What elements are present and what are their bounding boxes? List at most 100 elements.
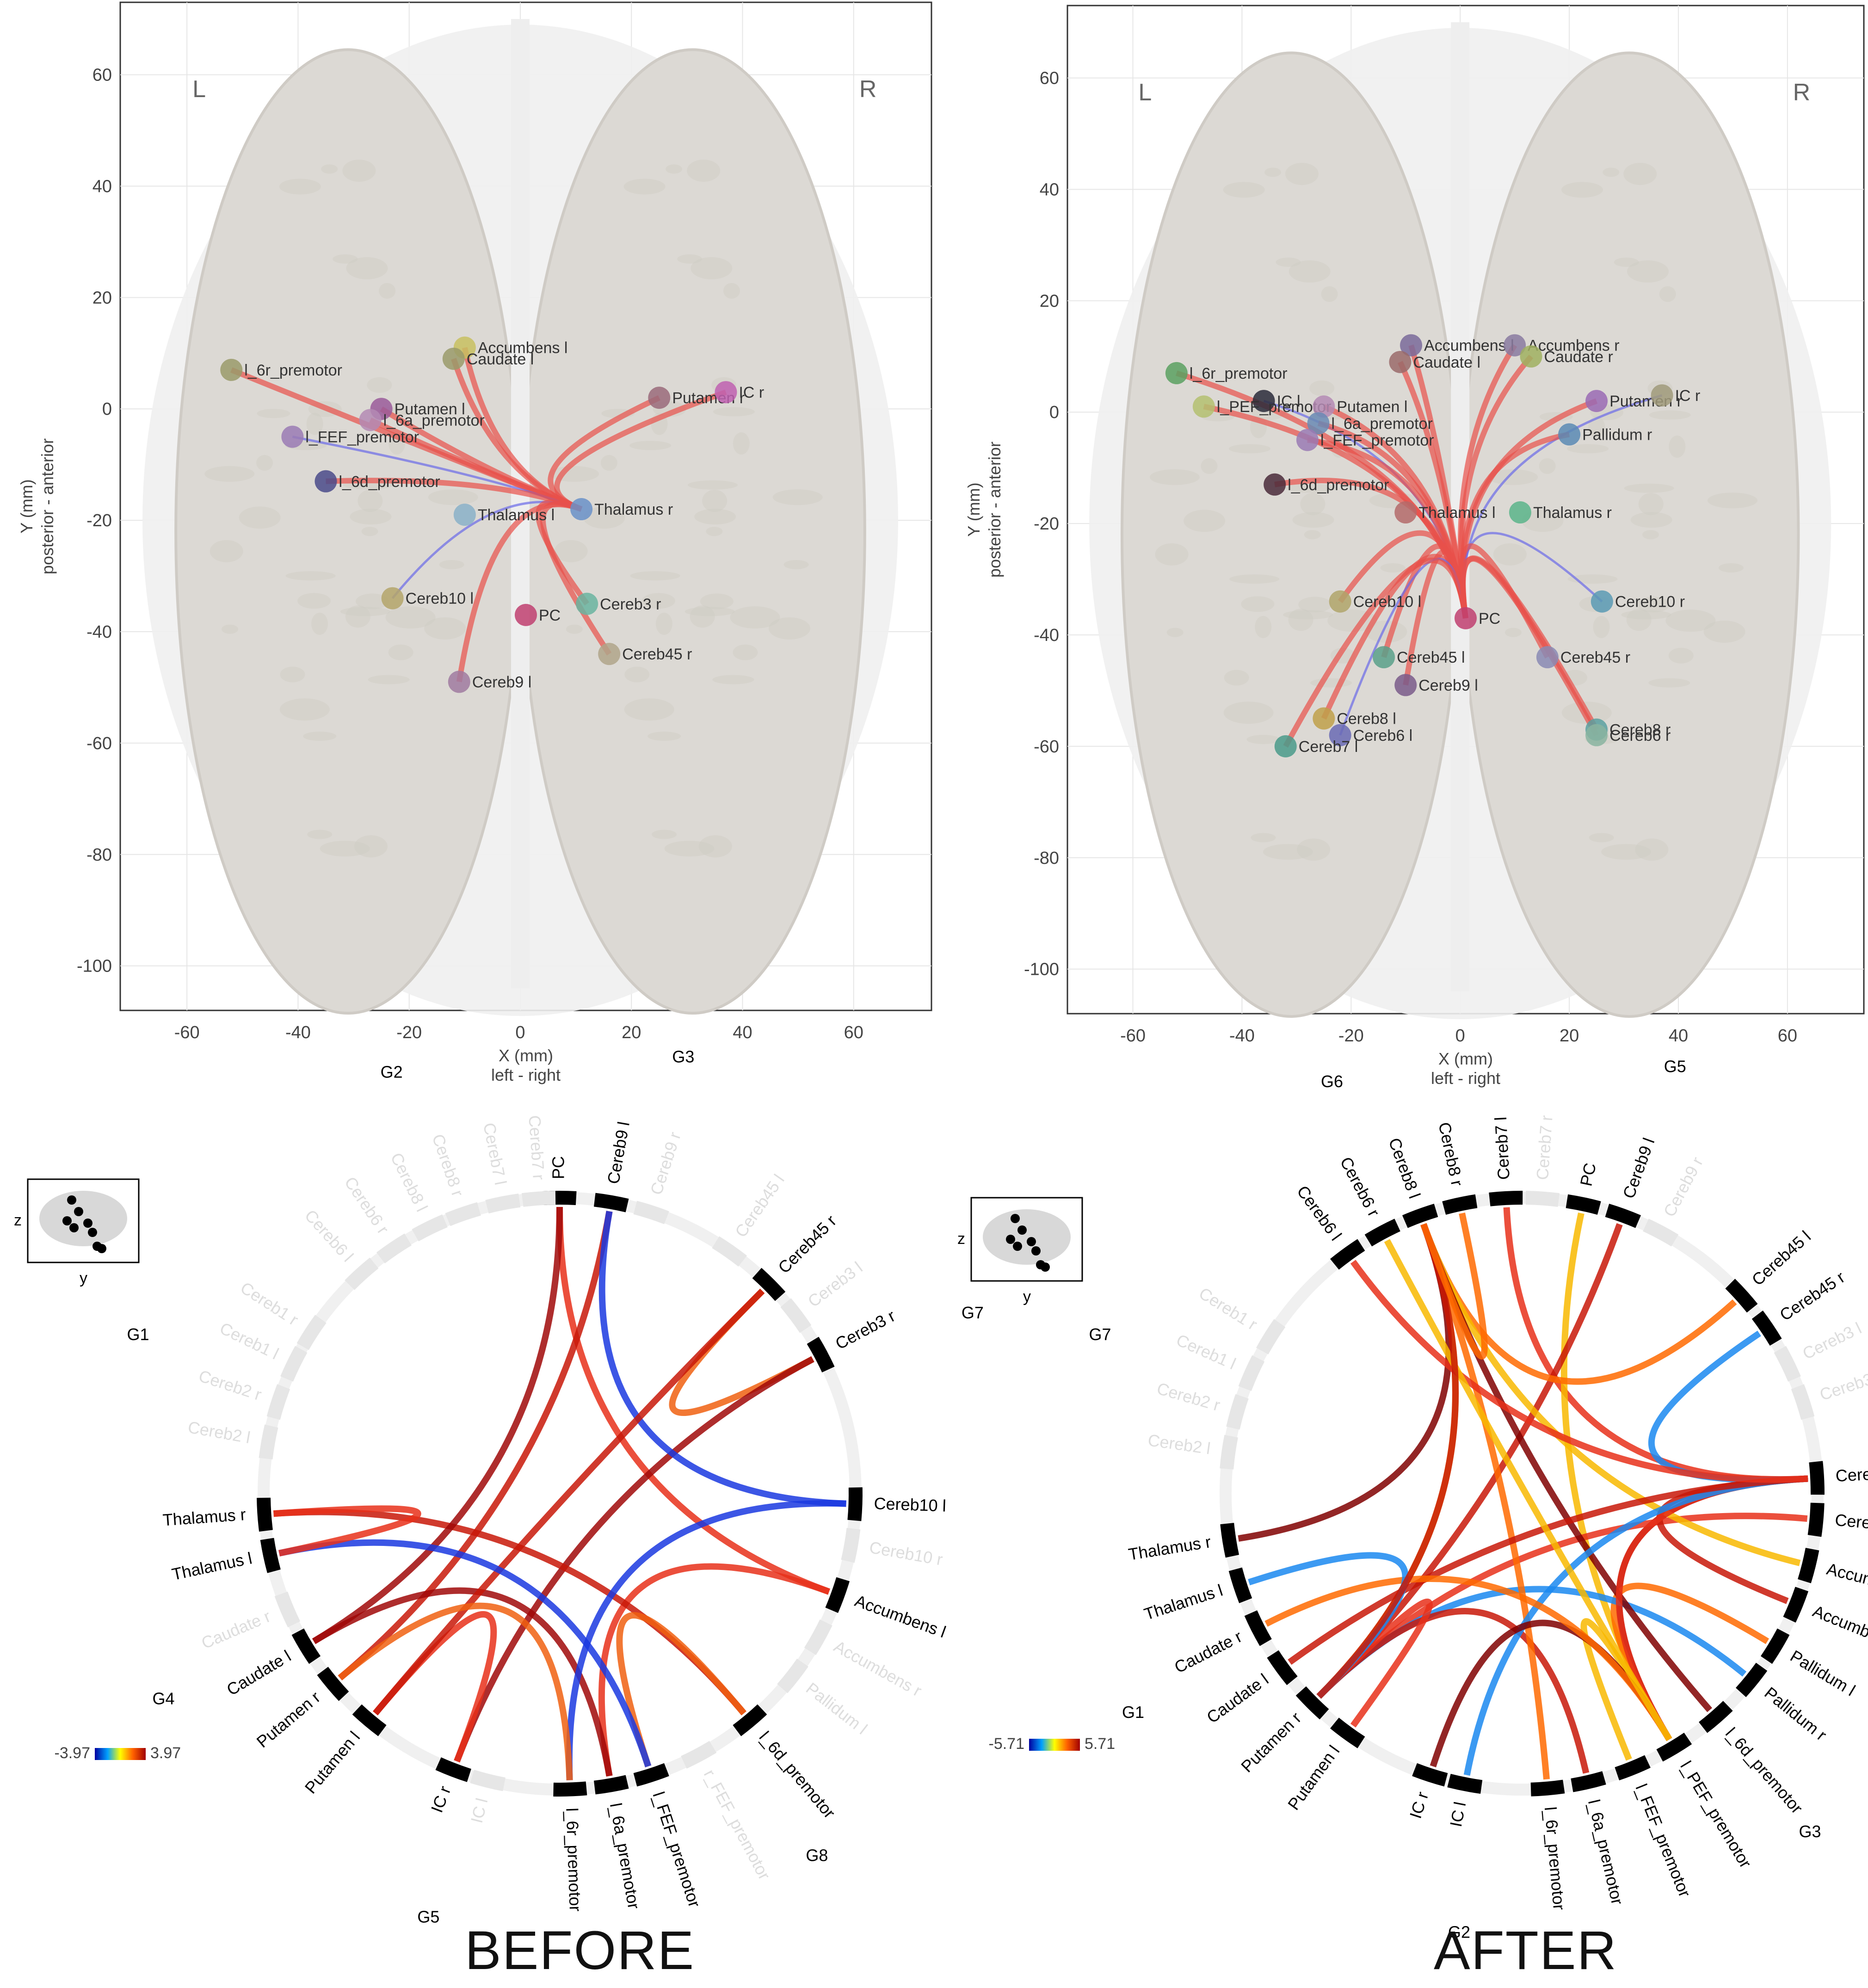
y-tick-label: -80 [1034,849,1059,868]
chord-node-label: l_6a_premotor [1584,1797,1627,1906]
brain-node-label: IC l [1277,393,1301,410]
chord-node-label: Cereb45 l [1748,1227,1814,1289]
brain-texture [297,593,331,609]
brain-texture [1229,574,1280,584]
right-hemisphere [1459,51,1800,1018]
y-tick-label: -60 [86,734,112,753]
thumbnail-node [1027,1237,1036,1246]
brain-texture [320,841,370,857]
chord-link [556,1206,831,1595]
chord-link [273,1505,421,1557]
brain-texture [1263,844,1313,860]
before-caption: BEFORE [465,1920,695,1981]
y-tick-label: -20 [1034,514,1059,534]
brain-node [220,358,243,381]
brain-texture [256,455,273,471]
chord-node-label: Thalamus r [162,1505,246,1529]
chord-segment [266,1384,290,1420]
hemisphere-left-label: L [1138,79,1152,106]
brain-node-label: Accumbens l [1424,337,1514,355]
brain-texture [1283,610,1333,620]
chord-segment [1244,1610,1272,1646]
brain-texture [1241,596,1275,612]
brain-texture [368,675,410,684]
x-tick-label: 0 [515,1023,525,1042]
brain-texture [1321,286,1338,302]
brain-texture [1642,530,1659,540]
brain-texture [1621,610,1671,620]
thumbnail-node [97,1244,106,1253]
chord-segment [1267,1650,1298,1685]
thumbnail-node [74,1207,83,1216]
chord-segment [712,1236,747,1267]
chord-node-label: Putamen r [253,1687,324,1751]
chord-segment [1798,1547,1819,1583]
brain-texture [583,506,625,529]
brain-node [1509,501,1531,524]
thumbnail-node [1011,1214,1020,1223]
brain-texture [1627,260,1669,283]
x-tick-label: -20 [1338,1026,1364,1046]
brain-node-label: Cereb7 l [1299,738,1358,756]
chord-node-label: Accumbens r [1810,1601,1868,1656]
x-tick-label: -60 [1120,1026,1146,1046]
brain-node [1558,423,1581,446]
brain-texture [713,407,755,417]
chord-link [338,1602,573,1780]
connection-edge [1460,556,1599,737]
thumbnail-axis-y: y [80,1269,87,1287]
brain-texture [1669,435,1686,458]
brain-texture [239,506,281,529]
chord-segment [1791,1384,1815,1420]
brain-texture [1155,543,1189,566]
chord-segment [1489,1190,1523,1206]
brain-thumbnail [983,1209,1071,1265]
brain-node-label: Cereb45 r [622,646,692,663]
chord-segment [1220,1434,1238,1470]
brain-node [1192,395,1215,418]
chord-link [312,1206,563,1644]
chord-node-label: l_FEF_premotor [1632,1781,1694,1900]
brain-texture [1635,838,1669,861]
chord-segment [825,1577,850,1613]
brain-texture [1624,483,1674,493]
chord-node-label: PC [1576,1161,1600,1188]
brain-texture [641,593,675,609]
chord-node-label: Caudate r [198,1606,273,1653]
y-tick-label: -100 [1024,960,1059,979]
chord-node-label: l_6r_premotor [1541,1806,1569,1911]
brain-texture [1246,735,1280,745]
chord-segment [1783,1587,1809,1623]
brain-texture [1614,258,1639,267]
chord-node-label: l_PEF_premotor [1677,1758,1755,1871]
thumbnail-axis-z: z [957,1230,965,1248]
chord-group-label: G6 [1321,1072,1343,1091]
brain-texture [1588,416,1605,438]
brain-node [1329,724,1351,746]
chord-node-label: Cereb45 r [1776,1268,1849,1325]
brain-texture [1310,678,1352,688]
chord-segment [1530,1779,1565,1797]
chord-segment [1364,1219,1400,1247]
brain-texture [388,644,413,660]
chord-segment [521,1191,556,1207]
brain-texture [285,571,336,581]
chord-segment [435,1757,472,1782]
chord-node-label: Cereb6 r [341,1173,393,1237]
brain-node-label: l_FEF_premotor [305,428,419,446]
brain-node-label: Accumbens r [1528,337,1619,355]
chord-link [1503,1207,1808,1483]
colorbar-max-label: 3.97 [150,1744,181,1762]
chord-segment [633,1200,669,1225]
brain-texture [1522,510,1564,532]
brain-texture [1228,444,1270,454]
chord-segment [847,1487,863,1521]
brain-texture [1309,380,1335,396]
brain-texture [647,732,681,741]
chord-node-label: Cereb2 r [1155,1379,1222,1415]
chord-segment [1571,1771,1606,1792]
brain-texture [684,607,735,616]
brain-texture [688,480,738,490]
